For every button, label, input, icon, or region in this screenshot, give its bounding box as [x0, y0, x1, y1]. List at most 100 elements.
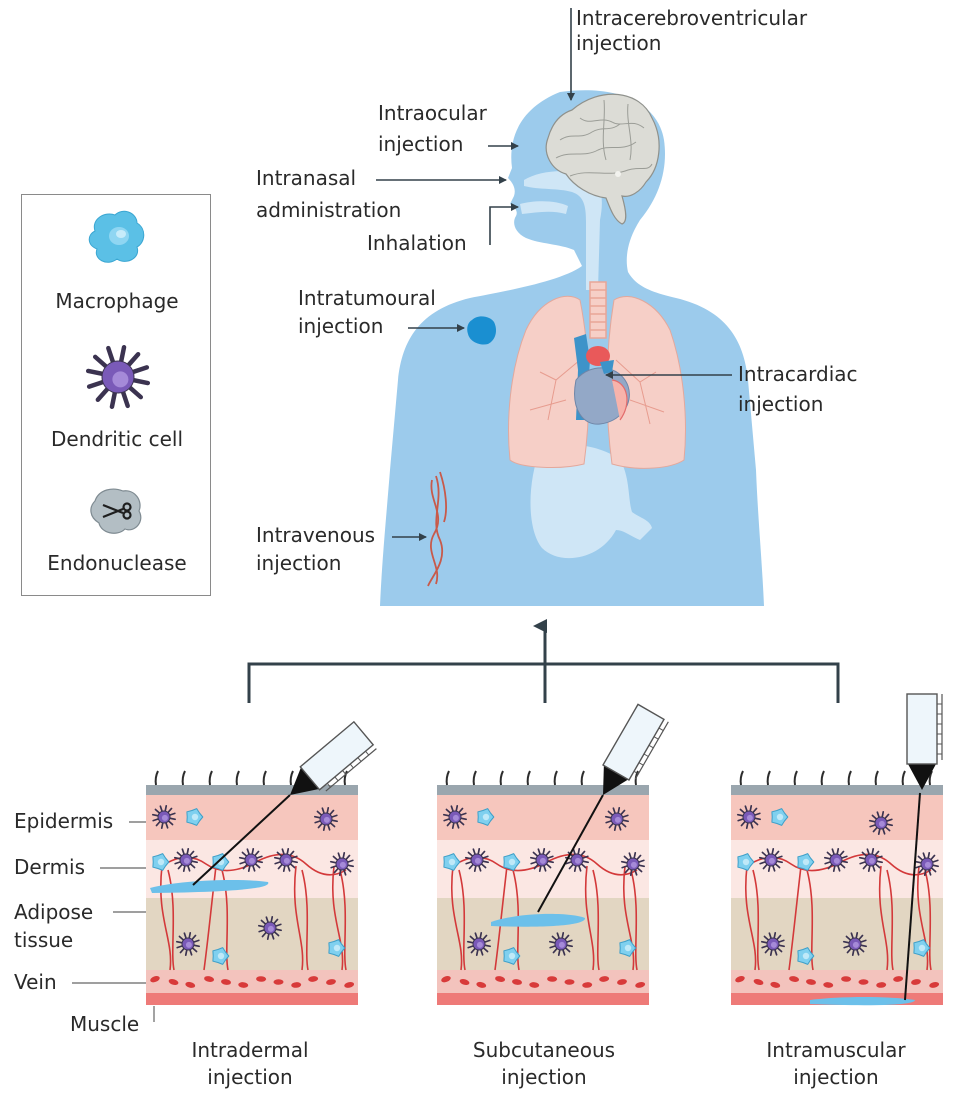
red-blood-cell [308, 976, 319, 982]
hair [235, 770, 240, 786]
red-blood-cell [823, 982, 834, 988]
epidermis-layer [731, 795, 943, 840]
syringe-tick [334, 776, 339, 782]
label-muscle: Muscle [70, 1012, 140, 1036]
dendritic-cell [736, 804, 762, 830]
needle-intramuscular [904, 792, 921, 1001]
red-blood-cell [841, 976, 852, 982]
red-blood-cell [858, 979, 869, 985]
hair [154, 770, 159, 786]
dendritic-cell [151, 804, 177, 830]
adipose-layer [437, 898, 649, 970]
hair [499, 770, 504, 786]
label-vein: Vein [14, 970, 57, 994]
hair [208, 770, 213, 786]
syringe-tick [326, 783, 331, 788]
syringe-barrel [602, 703, 665, 781]
dendritic-cell [257, 915, 283, 941]
red-blood-cell [547, 976, 558, 982]
label-adipose-1: Adipose [14, 900, 94, 924]
legend-label-dendritic-cell: Dendritic cell [50, 427, 184, 451]
syringe-intradermal [290, 720, 377, 795]
dendritic-cell [548, 931, 574, 957]
label-epidermis: Epidermis [14, 809, 114, 833]
red-blood-cell [256, 976, 267, 982]
lungs [508, 295, 686, 469]
label-intraocular-1: Intraocular [378, 101, 487, 125]
endonuclease-icon [90, 488, 142, 534]
route-bracket [247, 619, 840, 703]
dendritic-cell [868, 810, 894, 836]
dendritic-cell [238, 847, 264, 873]
hair [262, 770, 267, 786]
syringe-intramuscular [906, 693, 943, 790]
panel-title-intramuscular-2: injection [793, 1065, 879, 1089]
macrophage [186, 808, 204, 826]
syringe-subcutaneous [602, 703, 669, 795]
hair [289, 770, 294, 786]
syringe-tick [365, 750, 370, 756]
skin-panel-intramuscular [731, 770, 943, 1005]
dendritic-cell [758, 847, 784, 873]
red-blood-cell [735, 976, 745, 983]
arm-veins [427, 471, 447, 587]
skin-surface [437, 785, 649, 795]
syringe-hub [290, 767, 319, 795]
macrophage [443, 853, 461, 871]
red-blood-cell [789, 976, 800, 982]
dermis-layer [437, 840, 649, 898]
red-blood-cell [753, 978, 764, 986]
scissors-icon [102, 502, 132, 520]
macrophage [503, 947, 521, 965]
syringe-tick [648, 744, 654, 749]
hair [847, 770, 852, 786]
arrow-inhalation [489, 203, 519, 245]
label-intracardiac-1: Intracardiac [738, 362, 858, 386]
legend-label-macrophage: Macrophage [55, 289, 179, 313]
dendritic-cell [173, 847, 199, 873]
panel-title-subcutaneous-2: injection [501, 1065, 587, 1089]
capillaries [160, 853, 347, 971]
hair [580, 770, 585, 786]
hair [820, 770, 825, 786]
macrophage [737, 853, 755, 871]
red-blood-cell [344, 981, 355, 988]
syringe-tick [342, 770, 347, 775]
syringe-hub [908, 764, 936, 790]
label-inhalation: Inhalation [367, 231, 467, 255]
syringe-tick [638, 762, 644, 766]
red-blood-cell [221, 979, 231, 985]
red-blood-cell [291, 982, 302, 988]
panel-title-subcutaneous-1: Subcutaneous [472, 1038, 616, 1062]
brain [545, 93, 660, 225]
hair [553, 770, 558, 786]
red-blood-cell [599, 976, 610, 982]
red-blood-cell [617, 979, 627, 985]
dendritic-cell [466, 931, 492, 957]
dendritic-cell [313, 806, 339, 832]
label-intratumoural-1: Intratumoural [298, 286, 436, 310]
dendritic-cell [85, 344, 151, 410]
dendritic-cell [842, 931, 868, 957]
skin-surface [146, 785, 358, 795]
panel-title-intramuscular-1: Intramuscular [766, 1038, 906, 1062]
red-blood-cell [273, 979, 284, 985]
macrophage [328, 939, 346, 957]
hair [343, 770, 348, 786]
red-blood-cell [150, 976, 160, 983]
macrophage [771, 808, 789, 826]
syringe-barrel [906, 693, 938, 765]
skin-panels [146, 693, 943, 1006]
macrophage [797, 853, 815, 871]
muscle-layer [146, 993, 358, 1005]
dendritic-cell [914, 851, 940, 877]
red-blood-cell [476, 981, 487, 988]
dendritic-cell [760, 931, 786, 957]
red-blood-cell [564, 979, 575, 985]
legend-icons [85, 210, 151, 534]
heart [574, 334, 630, 425]
dendritic-cell [823, 847, 849, 873]
label-intravenous-2: injection [256, 551, 342, 575]
syringe-tick [633, 770, 639, 775]
